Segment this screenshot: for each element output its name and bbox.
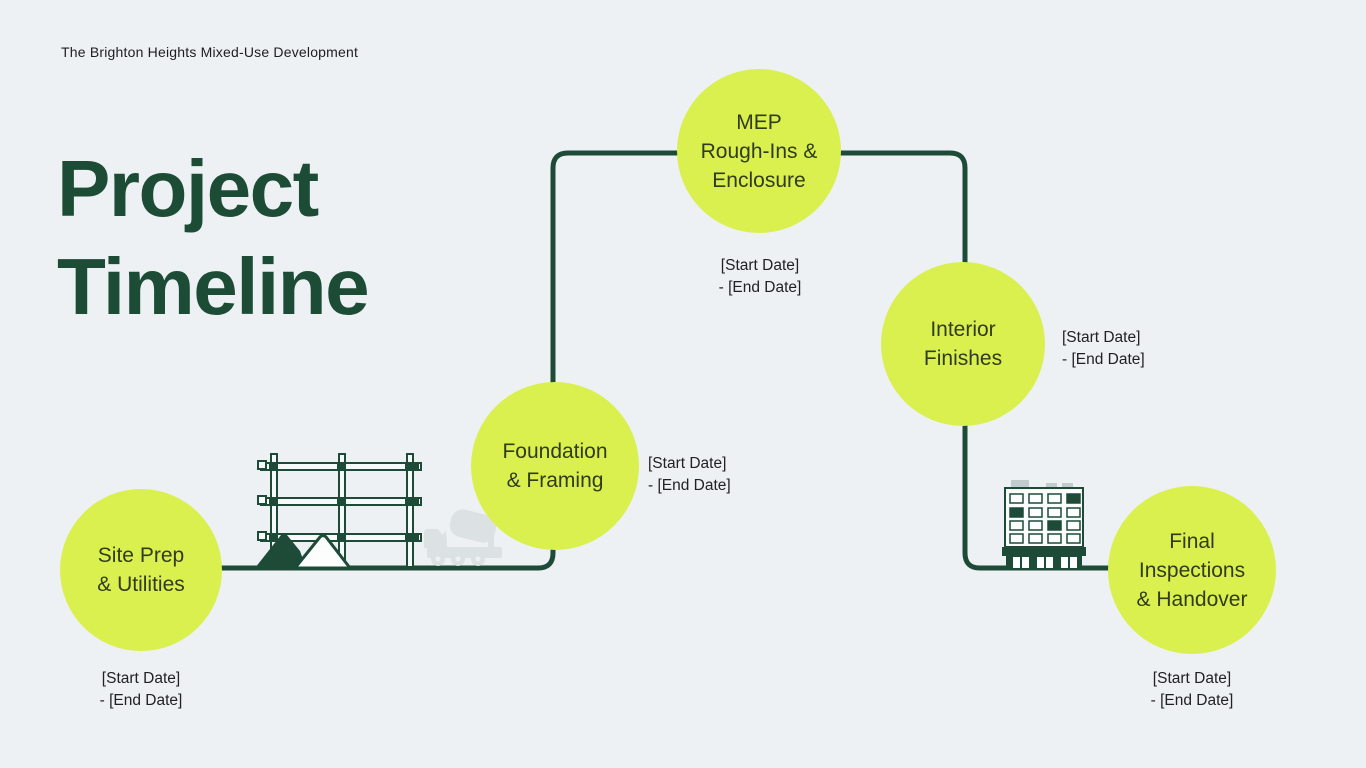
project-name: The Brighton Heights Mixed-Use Developme… [61,44,359,60]
milestone-label: Interior Finishes [923,318,1003,370]
cement-truck-illustration [424,509,502,566]
dates-site-prep-utilities: [Start Date] - [End Date] [61,668,221,712]
milestone-label: Site Prep & Utilities [97,544,185,596]
start-date: [Start Date] [720,257,800,274]
dates-mep-roughins-enclosure: [Start Date] - [End Date] [680,255,840,299]
construction-frame-illustration [257,453,422,568]
building-illustration [1002,480,1086,568]
page-title-line-1: Project [57,144,319,233]
start-date: [Start Date] [1152,670,1232,687]
milestone-final-inspections-handover: Final Inspections & Handover [1108,486,1276,654]
dates-foundation-framing: [Start Date] - [End Date] [648,453,731,497]
end-date: - [End Date] [1150,692,1234,709]
end-date: - [End Date] [1062,351,1145,368]
milestone-interior-finishes: Interior Finishes [881,262,1045,426]
milestone-label: Final Inspections & Handover [1136,529,1248,611]
end-date: - [End Date] [718,279,802,296]
start-date: [Start Date] [648,455,727,472]
milestone-mep-roughins-enclosure: MEP Rough-Ins & Enclosure [677,69,841,233]
start-date: [Start Date] [1062,329,1141,346]
dates-interior-finishes: [Start Date] - [End Date] [1062,327,1145,371]
end-date: - [End Date] [648,477,731,494]
page-title: Project Timeline [57,140,370,336]
dates-final-inspections-handover: [Start Date] - [End Date] [1112,668,1272,712]
milestone-site-prep-utilities: Site Prep & Utilities [60,489,222,651]
end-date: - [End Date] [99,692,183,709]
start-date: [Start Date] [101,670,181,687]
milestone-foundation-framing: Foundation & Framing [471,382,639,550]
milestone-label: MEP Rough-Ins & Enclosure [700,110,818,192]
milestone-label: Foundation & Framing [502,440,608,492]
page-title-line-2: Timeline [57,242,370,331]
rubble-mounds-illustration [255,533,354,570]
